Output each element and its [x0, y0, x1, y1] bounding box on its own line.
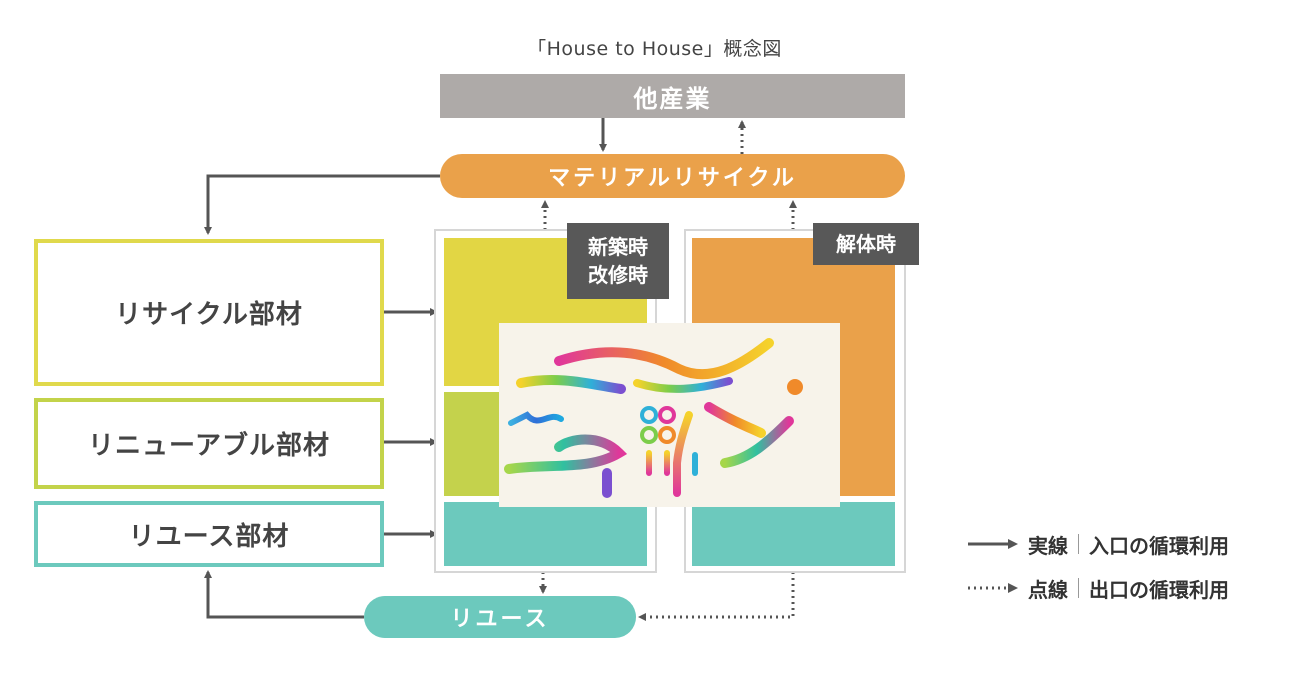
demolition-reuse-layer: [692, 502, 895, 566]
legend-solid-term: 実線: [1028, 533, 1068, 558]
legend-solid-desc: 入口の循環利用: [1089, 533, 1229, 558]
dotted-arrow-icon: [968, 583, 1018, 593]
new-construction-tag: 新築時 改修時: [567, 223, 669, 299]
legend-dotted-desc: 出口の循環利用: [1089, 577, 1229, 602]
colorful-abstract-logo-icon: [499, 323, 840, 507]
material-recycle-bar: マテリアルリサイクル: [440, 154, 905, 198]
reuse-bar: リユース: [364, 596, 636, 638]
legend-solid: 実線 入口の循環利用: [968, 530, 1229, 558]
legend-separator: [1078, 578, 1079, 598]
legend-dotted: 点線 出口の循環利用: [968, 574, 1229, 602]
new-construction-label: 新築時: [588, 235, 648, 259]
arrow-recycle-to-recycle-parts: [204, 174, 440, 235]
renovation-label: 改修時: [588, 263, 648, 287]
diagram-title: 「House to House」概念図: [527, 38, 782, 60]
arrow-demolition-to-reuse: [638, 566, 795, 621]
arrow-reuse-to-reuse-parts: [204, 570, 364, 619]
demolition-tag: 解体時: [813, 223, 919, 265]
recycle-parts-box: リサイクル部材: [34, 239, 384, 386]
legend-separator: [1078, 534, 1079, 554]
reuse-parts-box: リユース部材: [34, 501, 384, 567]
other-industry-box: 他産業: [440, 74, 905, 118]
renewable-parts-box: リニューアブル部材: [34, 398, 384, 489]
legend-dotted-term: 点線: [1028, 577, 1068, 602]
new-reuse-layer: [444, 502, 647, 566]
solid-arrow-icon: [968, 539, 1018, 549]
